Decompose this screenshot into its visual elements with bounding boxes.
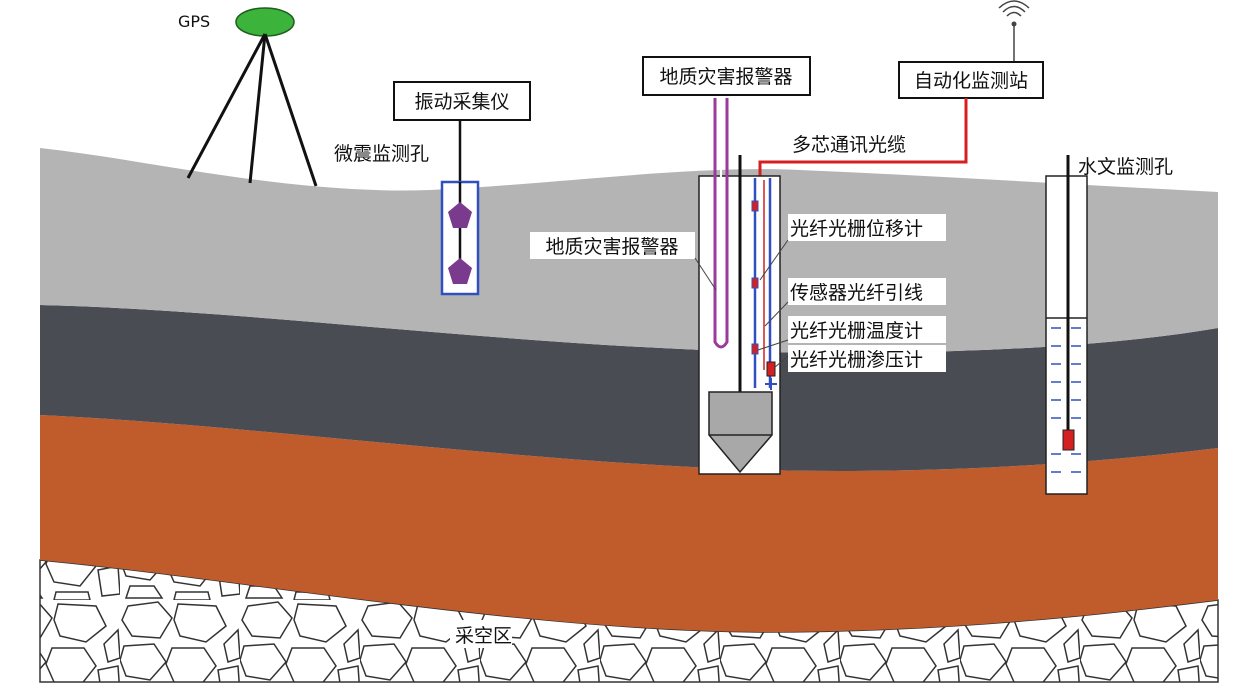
alarm-top-box bbox=[642, 56, 811, 96]
strata bbox=[39, 148, 1219, 683]
fbg-temperature-pointer bbox=[757, 339, 789, 351]
fbg-displacement-label: 光纤光栅位移计 bbox=[790, 218, 923, 240]
fbg-temperature-bg bbox=[788, 316, 946, 343]
gps-station: GPS bbox=[178, 7, 318, 187]
multicore-cable bbox=[758, 98, 968, 182]
geophone-icon bbox=[448, 258, 472, 284]
alarm-top-label: 地质灾害报警器 bbox=[659, 66, 792, 88]
fbg-seepage-label: 光纤光栅渗压计 bbox=[790, 349, 923, 371]
alarm-left-bg bbox=[530, 232, 695, 259]
gps-leg-right bbox=[263, 33, 318, 187]
fbg-sensor-icon bbox=[751, 200, 759, 212]
hydro-hole-label: 水文监测孔 bbox=[1078, 156, 1173, 178]
sensor-fiber-lead-pointer bbox=[764, 301, 789, 327]
gps-label: GPS bbox=[178, 12, 210, 31]
hydro-hole bbox=[1045, 155, 1088, 495]
auto-station-box bbox=[898, 61, 1044, 99]
fbg-displacement-bg bbox=[788, 214, 946, 241]
main-borehole bbox=[698, 98, 781, 475]
microseismic-station: 振动采集仪 微震监测孔 bbox=[334, 81, 531, 296]
vibration-collector-label: 振动采集仪 bbox=[414, 91, 509, 113]
fbg-seepage-bg bbox=[788, 345, 946, 372]
gps-antenna-icon bbox=[235, 7, 295, 37]
fbg-sensor-icon bbox=[751, 343, 759, 355]
goaf-label: 采空区 bbox=[455, 625, 512, 647]
gps-leg-left bbox=[186, 33, 267, 179]
orange-layer bbox=[40, 415, 1218, 632]
alarm-tube bbox=[713, 98, 729, 349]
multicore-cable-label: 多芯通讯光缆 bbox=[792, 134, 906, 156]
wifi-signal-icon bbox=[998, 0, 1030, 62]
geophone-icon bbox=[448, 202, 472, 228]
gps-leg-middle bbox=[248, 33, 267, 184]
fbg-sensor-icon bbox=[751, 277, 759, 289]
alarm-left-label: 地质灾害报警器 bbox=[545, 236, 678, 258]
piezometer-icon bbox=[1062, 429, 1075, 451]
goaf-label-bg bbox=[450, 620, 512, 648]
cone-anchor bbox=[708, 391, 773, 474]
fbg-displacement-pointer bbox=[759, 239, 789, 281]
piezometer-tip bbox=[765, 378, 777, 390]
fbg-temperature-label: 光纤光栅温度计 bbox=[790, 320, 923, 342]
microseismic-hole-label: 微震监测孔 bbox=[334, 143, 429, 165]
dark-gray-layer bbox=[40, 305, 1218, 471]
sensor-fiber-lead-bg bbox=[788, 278, 946, 305]
alarm-left-pointer bbox=[694, 257, 717, 291]
fbg-seepage-pointer bbox=[773, 355, 789, 369]
vibration-collector-box bbox=[393, 81, 531, 121]
sensor-fiber-lead-label: 传感器光纤引线 bbox=[790, 282, 923, 304]
auto-station-label: 自动化监测站 bbox=[914, 70, 1028, 92]
piezometer-icon bbox=[766, 361, 776, 377]
